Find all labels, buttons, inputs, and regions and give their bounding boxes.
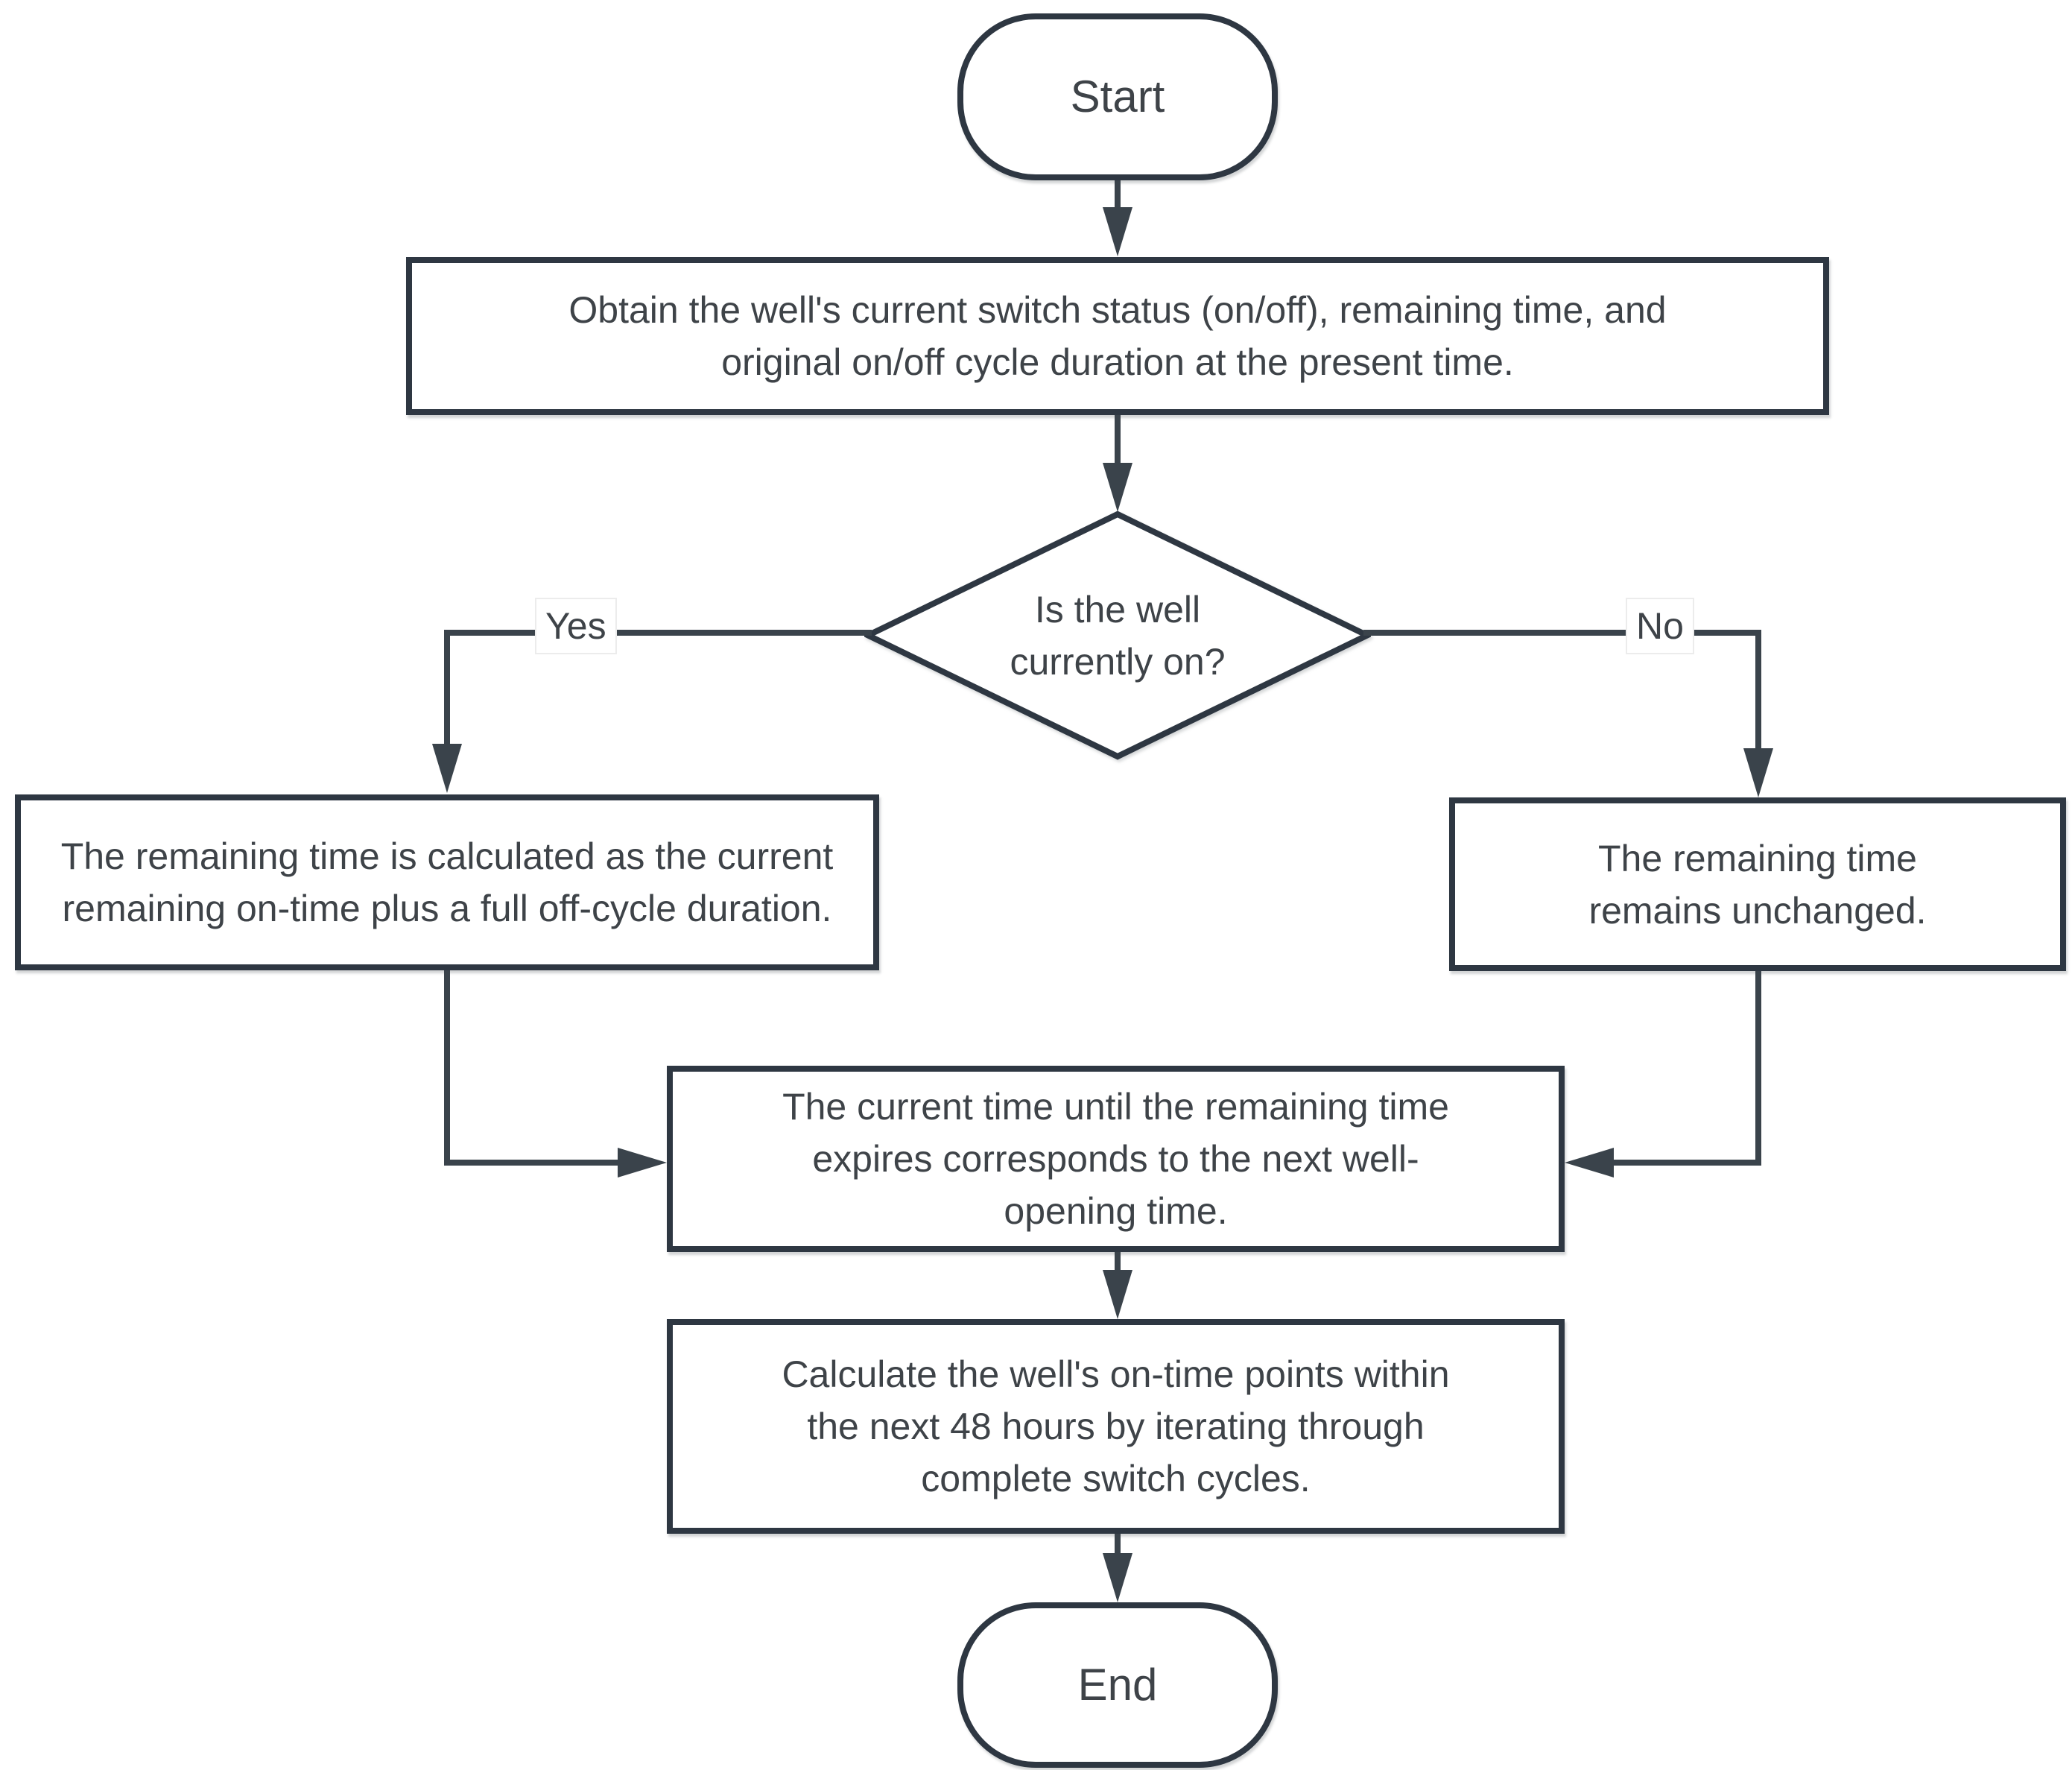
edge-decision-no-vertical xyxy=(1755,630,1761,748)
start-label: Start xyxy=(1070,72,1165,121)
edge-obtain-to-decision xyxy=(1115,415,1121,463)
obtain-status-label: Obtain the well's current switch status … xyxy=(568,289,1667,383)
arrowhead-down-icon xyxy=(1103,1270,1132,1319)
edge-decision-no-horizontal xyxy=(1363,630,1761,636)
arrowhead-left-icon xyxy=(1565,1148,1614,1178)
flow-node-unchanged: The remaining time remains unchanged. xyxy=(1449,797,2066,971)
flow-node-decision: Is the well currently on? xyxy=(864,511,1371,760)
edge-decision-yes-horizontal xyxy=(444,630,872,636)
next-opening-label: The current time until the remaining tim… xyxy=(782,1086,1449,1232)
flow-node-calc-remaining: The remaining time is calculated as the … xyxy=(15,794,879,970)
flow-node-calc-points: Calculate the well's on-time points with… xyxy=(667,1319,1565,1534)
end-label: End xyxy=(1077,1660,1158,1710)
edge-start-to-obtain xyxy=(1115,180,1121,207)
unchanged-label: The remaining time remains unchanged. xyxy=(1588,837,1927,932)
arrowhead-down-icon xyxy=(1743,748,1773,797)
edge-calc-points-to-end xyxy=(1115,1534,1121,1553)
edge-label-no: No xyxy=(1626,598,1694,654)
arrowhead-right-icon xyxy=(618,1148,667,1178)
flow-node-obtain-status: Obtain the well's current switch status … xyxy=(406,257,1829,415)
arrowhead-down-icon xyxy=(432,744,462,793)
arrowhead-down-icon xyxy=(1103,463,1132,512)
edge-decision-yes-vertical xyxy=(444,630,450,744)
decision-label: Is the well currently on? xyxy=(1010,588,1226,683)
decision-diamond-shape xyxy=(864,511,1371,760)
arrowhead-down-icon xyxy=(1103,207,1132,256)
edge-unchanged-vertical xyxy=(1755,971,1761,1166)
arrowhead-down-icon xyxy=(1103,1553,1132,1602)
edge-calc-remaining-vertical xyxy=(444,970,450,1166)
flow-node-start: Start xyxy=(957,13,1278,180)
flow-node-next-opening: The current time until the remaining tim… xyxy=(667,1066,1565,1252)
calc-remaining-label: The remaining time is calculated as the … xyxy=(60,835,834,929)
calc-points-label: Calculate the well's on-time points with… xyxy=(782,1353,1450,1499)
edge-next-opening-to-calc-points xyxy=(1115,1252,1121,1270)
edge-calc-remaining-horizontal xyxy=(444,1160,618,1166)
edge-unchanged-horizontal xyxy=(1614,1160,1761,1166)
flow-node-end: End xyxy=(957,1602,1278,1768)
edge-label-yes: Yes xyxy=(535,598,617,654)
